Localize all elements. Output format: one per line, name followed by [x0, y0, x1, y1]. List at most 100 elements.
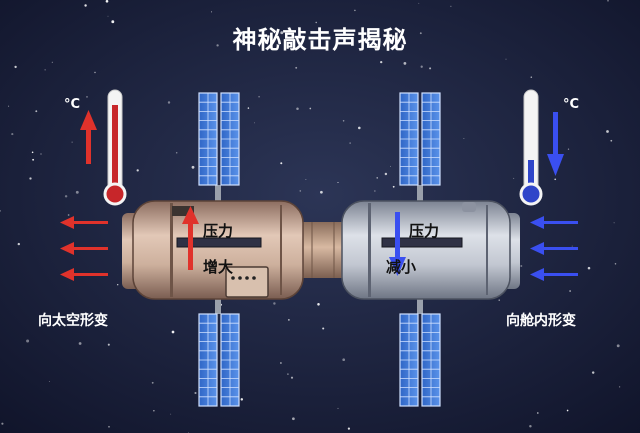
star	[347, 427, 350, 430]
star	[32, 158, 35, 161]
star	[75, 190, 79, 194]
star	[337, 181, 339, 184]
star	[337, 407, 339, 409]
star	[44, 69, 46, 71]
star	[117, 284, 119, 286]
star	[1, 422, 4, 425]
star	[51, 61, 53, 63]
star	[374, 190, 376, 192]
star	[84, 312, 87, 315]
star	[418, 2, 420, 4]
thermometer-hot-icon	[103, 89, 127, 206]
star	[108, 425, 110, 428]
star	[171, 330, 175, 334]
star	[342, 358, 346, 362]
star	[247, 107, 250, 109]
star	[429, 67, 432, 70]
star	[167, 101, 171, 104]
star	[273, 302, 276, 305]
star	[530, 76, 533, 78]
thermometer-cold-icon	[519, 89, 543, 206]
pressure-decrease-arrow	[389, 212, 406, 276]
star	[170, 413, 172, 415]
star	[26, 339, 30, 343]
outward-deformation-arrows	[60, 216, 108, 281]
star	[450, 5, 452, 7]
star	[567, 148, 570, 150]
temperature-drop-arrow	[547, 112, 564, 176]
star	[403, 62, 407, 65]
star	[529, 425, 532, 428]
star	[242, 38, 245, 41]
right-module	[341, 200, 520, 300]
star	[463, 138, 465, 139]
diagram-title: 神秘敲击声揭秘	[232, 26, 408, 54]
star	[541, 324, 544, 327]
star	[288, 319, 290, 321]
star	[64, 195, 68, 198]
star	[380, 60, 383, 64]
star	[8, 105, 10, 107]
solar-panel-top-left	[198, 92, 240, 205]
star	[569, 290, 571, 292]
star	[419, 32, 422, 35]
temperature-rise-arrow	[80, 110, 97, 164]
star	[390, 165, 391, 167]
star	[280, 31, 284, 35]
left-pressure-label: 压力	[203, 222, 234, 240]
star	[71, 141, 73, 143]
star	[48, 381, 50, 382]
star	[305, 179, 307, 180]
star	[111, 20, 115, 24]
star	[420, 65, 423, 68]
star	[309, 107, 312, 110]
star	[571, 245, 573, 247]
star	[322, 327, 325, 330]
star	[358, 126, 361, 130]
star	[258, 95, 260, 98]
solar-panel-bottom-right	[399, 298, 441, 407]
solar-panel-bottom-left	[198, 298, 240, 407]
pressure-increase-arrow	[182, 206, 199, 270]
celsius-unit-right: °C	[563, 97, 580, 112]
star	[194, 391, 197, 395]
star	[240, 398, 244, 401]
star	[613, 222, 615, 224]
left-deformation-caption: 向太空形变	[38, 313, 108, 329]
star	[342, 120, 345, 122]
star	[317, 303, 320, 306]
star	[587, 266, 591, 270]
star	[513, 177, 515, 179]
star	[295, 66, 298, 69]
right-pressure-change: 减小	[386, 258, 417, 276]
star	[290, 376, 294, 379]
star	[67, 214, 70, 216]
star	[17, 242, 20, 246]
star	[31, 151, 34, 154]
star	[11, 133, 14, 136]
star	[392, 185, 395, 188]
docking-connector	[300, 222, 346, 278]
star	[527, 320, 530, 323]
star	[591, 371, 595, 374]
star	[554, 178, 557, 181]
star	[320, 190, 323, 194]
star	[86, 96, 88, 98]
star	[396, 42, 397, 44]
solar-panel-top-right	[399, 92, 441, 205]
inward-deformation-arrows	[530, 216, 578, 281]
star	[292, 417, 295, 421]
star	[616, 344, 620, 348]
star	[105, 0, 109, 3]
star	[216, 44, 219, 47]
right-pressure-label: 压力	[409, 222, 440, 240]
star	[14, 65, 17, 69]
star	[0, 210, 1, 212]
star	[315, 21, 317, 24]
star	[296, 107, 299, 111]
star	[29, 177, 32, 180]
star	[566, 409, 569, 412]
star	[349, 142, 351, 144]
